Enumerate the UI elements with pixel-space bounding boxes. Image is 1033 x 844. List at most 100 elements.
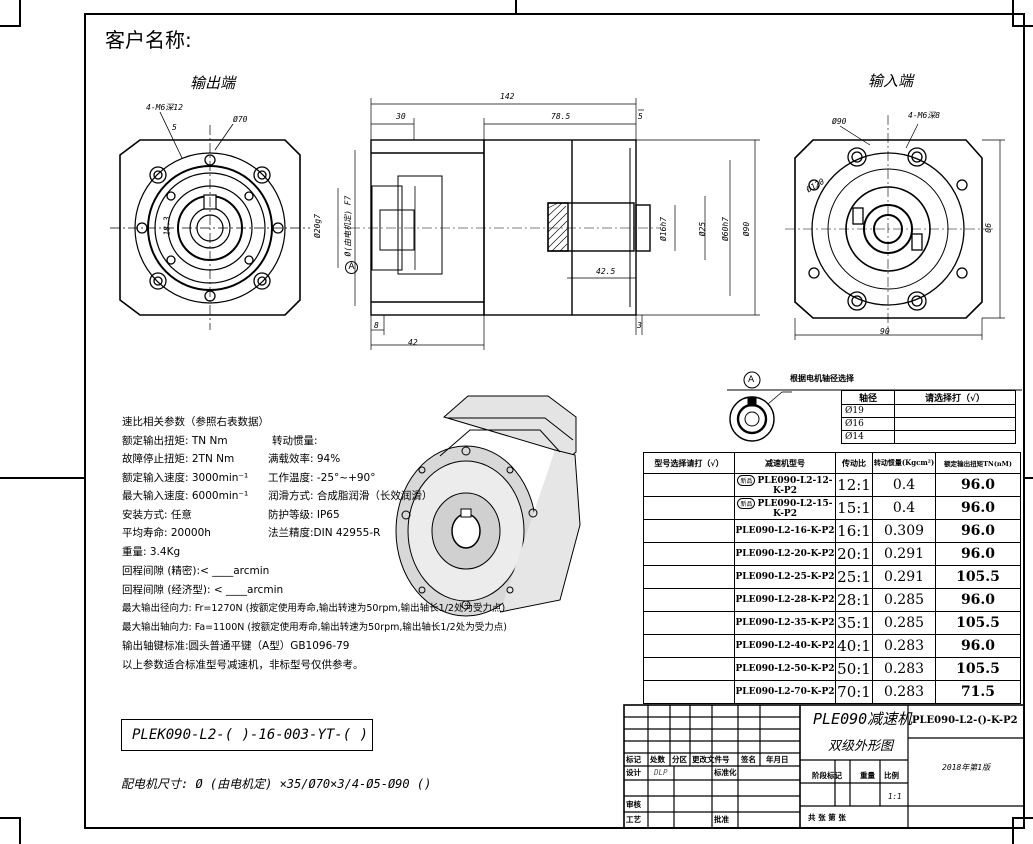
param-mounting: 安装方式: 任意	[122, 509, 192, 521]
ratio-select-cell[interactable]	[643, 519, 735, 543]
ratio-value-cell: 15:1	[835, 496, 873, 520]
new-product-tag: 新品	[737, 497, 756, 509]
tb-scale-value: 1:1	[888, 792, 902, 801]
ratio-torque-cell: 71.5	[935, 680, 1021, 704]
param-emergency-torque: 故障停止扭矩: 2TN Nm	[122, 453, 235, 465]
ratio-select-cell[interactable]	[643, 565, 735, 589]
ratio-model-cell: PLE090-L2-28-K-P2	[734, 588, 836, 612]
ratio-select-cell[interactable]	[643, 611, 735, 635]
ratio-value-cell: 40:1	[835, 634, 873, 658]
ratio-model-text: PLE090-L2-25-K-P2	[735, 572, 835, 582]
tb-weight: 重量	[860, 771, 875, 780]
param-axial-force: 最大输出轴向力: Fa=1100N (按额定使用寿命,输出转速为50rpm,输出…	[122, 622, 507, 633]
ratio-value-cell: 12:1	[835, 473, 873, 497]
ratio-inertia-cell: 0.4	[872, 473, 936, 497]
input-bolt-dim: 4-M6深8	[908, 111, 941, 120]
shaft-dia-19: Ø19	[841, 404, 895, 418]
tb-sign: 签名	[741, 755, 756, 764]
shaft-pick-16[interactable]	[894, 417, 1016, 431]
shaft-dia-16: Ø16	[841, 417, 895, 431]
tb-sheets: 共 张 第 张	[808, 813, 846, 822]
shaft-select-title: 根据电机轴径选择	[790, 374, 854, 383]
customer-name-label: 客户名称:	[105, 28, 192, 52]
ratio-inertia-cell: 0.291	[872, 542, 936, 566]
param-rated-speed: 额定输入速度: 3000min⁻¹	[122, 472, 249, 484]
ratio-model-cell: PLE090-L2-25-K-P2	[734, 565, 836, 589]
param-radial-force: 最大输出径向力: Fr=1270N (按额定使用寿命,输出转速为50rpm,输出…	[122, 603, 506, 614]
tb-drawing: 双级外形图	[828, 739, 894, 754]
param-efficiency: 满载效率: 94%	[268, 453, 341, 465]
shaft-dia-14: Ø14	[841, 430, 895, 444]
section-marker-side: A	[345, 261, 358, 274]
param-weight: 重量: 3.4Kg	[122, 546, 181, 558]
ratio-select-cell[interactable]	[643, 496, 735, 520]
ratio-torque-cell: 96.0	[935, 496, 1021, 520]
ratio-model-cell: PLE090-L2-16-K-P2	[734, 519, 836, 543]
shaft-length-dim: 42	[408, 338, 418, 347]
tb-model: PLE090-L2-()-K-P2	[912, 715, 1018, 726]
tb-change-doc: 更改文件号	[692, 755, 730, 764]
input-end-label: 输入端	[868, 72, 914, 90]
input-end-view	[785, 115, 1005, 340]
tb-date: 年月日	[766, 755, 789, 764]
side-d3-dim: Ø60h7	[721, 216, 731, 242]
tb-count: 处数	[650, 755, 665, 764]
new-product-tag: 新品	[737, 474, 756, 486]
header-torque: 额定输出扭矩TN(nM)	[935, 452, 1021, 474]
ratio-model-text: PLE090-L2-16-K-P2	[735, 526, 835, 536]
shaft-col-dia: 轴径	[841, 390, 895, 405]
ratio-value-cell: 70:1	[835, 680, 873, 704]
ratio-model-text: PLE090-L2-12-K-P2	[757, 475, 833, 496]
ratio-select-cell[interactable]	[643, 588, 735, 612]
side-d4-dim: Ø90	[742, 221, 752, 237]
tb-design: 设计	[626, 768, 641, 777]
ratio-torque-cell: 105.5	[935, 565, 1021, 589]
ratio-select-cell[interactable]	[643, 634, 735, 658]
ratio-model-cell: PLE090-L2-50-K-P2	[734, 657, 836, 681]
ratio-select-cell[interactable]	[643, 473, 735, 497]
param-rated-torque: 额定输出扭矩: TN Nm	[122, 435, 228, 447]
tb-year: 2018年第1版	[942, 763, 991, 772]
tb-approve: 批准	[714, 815, 729, 824]
ratio-torque-cell: 96.0	[935, 473, 1021, 497]
param-temperature: 工作温度: -25°~+90°	[268, 472, 376, 484]
shaft-pick-19[interactable]	[894, 404, 1016, 418]
input-height-dim: 90	[982, 223, 992, 233]
ratio-select-cell[interactable]	[643, 657, 735, 681]
input-width-dim: 90	[880, 327, 890, 336]
shaft-pick-14[interactable]	[894, 430, 1016, 444]
ratio-inertia-cell: 0.285	[872, 611, 936, 635]
section-a-detail	[729, 371, 792, 442]
side-d1-dim: Ø16h7	[659, 216, 669, 242]
ratio-value-cell: 35:1	[835, 611, 873, 635]
tb-product: PLE090减速机	[813, 710, 913, 728]
ratio-select-cell[interactable]	[643, 542, 735, 566]
ratio-inertia-cell: 0.291	[872, 565, 936, 589]
tb-zone: 分区	[672, 755, 687, 764]
output-spigot-dim: Ø70	[233, 115, 248, 124]
output-flange-dim: 30	[396, 112, 406, 121]
output-end-label: 输出端	[190, 74, 236, 92]
ratio-model-text: PLE090-L2-70-K-P2	[735, 687, 835, 697]
total-length-dim: 142	[500, 92, 515, 101]
tb-standardize: 标准化	[714, 768, 737, 777]
ratio-value-cell: 16:1	[835, 519, 873, 543]
param-flange-precision: 法兰精度:DIN 42955-R	[268, 527, 381, 539]
ratio-select-cell[interactable]	[643, 680, 735, 704]
ratio-model-text: PLE090-L2-15-K-P2	[757, 498, 833, 519]
tb-process: 工艺	[626, 815, 641, 824]
title-block-grid	[623, 704, 1025, 829]
ratio-torque-cell: 96.0	[935, 588, 1021, 612]
output-gap-dim: 5	[172, 123, 177, 132]
output-bore-dim: Ø(由电机定) F7	[343, 195, 353, 257]
tb-scale: 比例	[884, 771, 899, 780]
ratio-model-text: PLE090-L2-40-K-P2	[735, 641, 835, 651]
param-protection: 防护等级: IP65	[268, 509, 340, 521]
